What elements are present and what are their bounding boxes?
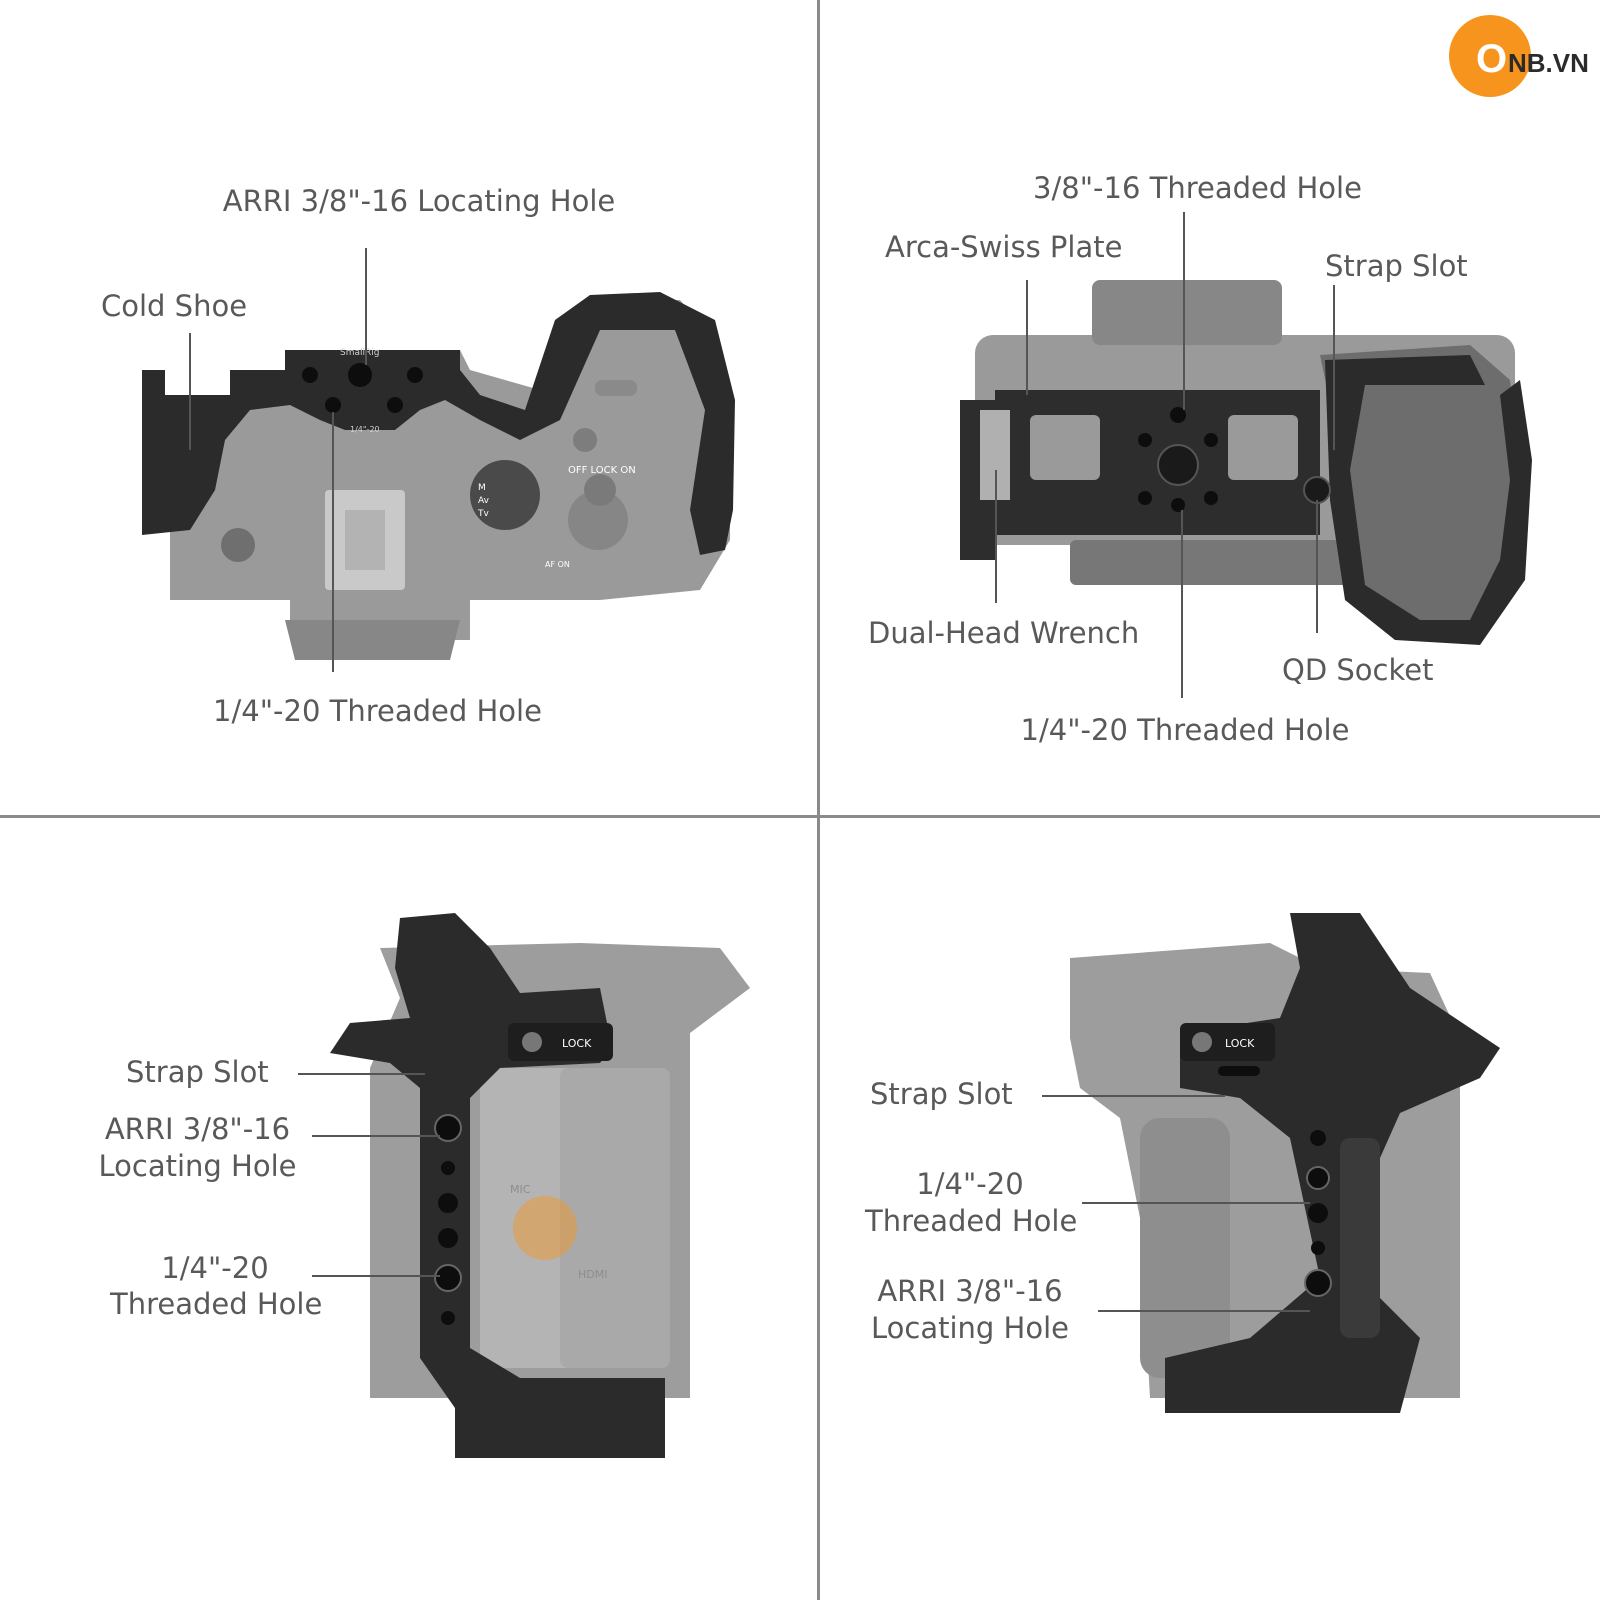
cage-hole [1311, 1241, 1325, 1255]
label-strap-slot: Strap Slot [870, 1077, 1013, 1111]
label-threaded-hole-bottom: 1/4"-20 Threaded Hole [1020, 713, 1350, 747]
dial-mark-m: M [478, 483, 486, 493]
vertical-divider [817, 0, 820, 1600]
threaded-hole-1-4 [1171, 498, 1185, 512]
plate-hole [1204, 433, 1218, 447]
arri-locating-hole [348, 363, 372, 387]
cage-thread-print: 1/4"-20 [350, 425, 380, 434]
camera-cage-top-view: M Av Tv OFF LOCK ON AF ON SmallRig 1/4"-… [142, 248, 735, 672]
threaded-hole [434, 1264, 462, 1292]
knob-upper [584, 474, 616, 506]
cage-grip-frame [1325, 355, 1532, 645]
label-threaded-hole: 1/4"-20 Threaded Hole [213, 694, 542, 728]
cage-hole [387, 397, 403, 413]
cage-hole [441, 1161, 455, 1175]
label-arca-swiss-plate: Arca-Swiss Plate [885, 230, 1123, 264]
arri-locating-hole [434, 1114, 462, 1142]
label-threaded-line1: 1/4"-20 [916, 1167, 1024, 1201]
brand-logo-mark: O NB.VN [1449, 15, 1589, 97]
dial-mark-tv: Tv [477, 509, 489, 519]
brand-logo-text: NB.VN [1508, 48, 1589, 78]
cage-hole [438, 1228, 458, 1248]
cage-hole [441, 1311, 455, 1325]
grip-body [1320, 345, 1520, 640]
dial-mark-av: Av [478, 496, 490, 506]
cage-hole [302, 367, 318, 383]
viewfinder [1092, 280, 1282, 345]
plate-cutout [1030, 415, 1100, 480]
cage-brand-print: SmallRig [340, 348, 379, 358]
lock-print: LOCK [1225, 1037, 1255, 1050]
watermark-logo [513, 1196, 577, 1260]
panel-top-view: M Av Tv OFF LOCK ON AF ON SmallRig 1/4"-… [0, 0, 800, 800]
qd-socket [1303, 476, 1331, 504]
mode-dial [470, 460, 540, 530]
center-mount [1157, 444, 1199, 486]
label-threaded-line2: Threaded Hole [865, 1204, 1078, 1238]
mic-port-print: MIC [510, 1183, 531, 1196]
af-on-print: AF ON [545, 560, 570, 569]
port-door [480, 1068, 580, 1368]
eyecup [285, 620, 460, 660]
camera-cage-bottom-view [960, 212, 1532, 698]
label-arri-line2: Locating Hole [98, 1149, 297, 1183]
label-arri-locating-hole: ARRI 3/8"-16 Locating Hole [222, 184, 616, 218]
label-threaded-line1: 1/4"-20 [161, 1251, 269, 1285]
cage-hole [1310, 1130, 1326, 1146]
cage-hole [1308, 1203, 1328, 1223]
panel-bottom-view: 3/8"-16 Threaded Hole Arca-Swiss Plate S… [820, 0, 1600, 800]
front-dial [595, 380, 637, 396]
lock-knob [568, 490, 628, 550]
lock-print: LOCK [562, 1037, 592, 1050]
lens-mount [1070, 540, 1380, 585]
hot-shoe-contacts [345, 510, 385, 570]
label-threaded-hole-top: 3/8"-16 Threaded Hole [1033, 171, 1362, 205]
shutter-button [573, 428, 597, 452]
camera-cage-left-side: MIC HDMI LOCK [298, 913, 750, 1458]
brand-logo: O NB.VN [1448, 14, 1598, 99]
lock-switch-print: OFF LOCK ON [568, 465, 636, 476]
label-dual-head-wrench: Dual-Head Wrench [868, 616, 1140, 650]
brand-logo-o: O [1476, 37, 1507, 81]
label-qd-socket: QD Socket [1282, 653, 1434, 687]
cage-frame [142, 292, 735, 555]
port-door [560, 1068, 670, 1368]
label-threaded-line2: Threaded Hole [110, 1287, 323, 1321]
camera-grip [1140, 1118, 1230, 1378]
label-arri-line2: Locating Hole [871, 1311, 1069, 1345]
label-strap-slot: Strap Slot [1325, 249, 1468, 283]
lock-screw [522, 1032, 542, 1052]
label-cold-shoe: Cold Shoe [101, 289, 248, 323]
plate-cutout [1228, 415, 1298, 480]
hdmi-port-print: HDMI [578, 1268, 607, 1281]
strap-slot [1218, 1066, 1260, 1076]
label-arri-line1: ARRI 3/8"-16 [104, 1112, 291, 1146]
plate-hole [1204, 491, 1218, 505]
cage-hole [407, 367, 423, 383]
plate-hole [1138, 433, 1152, 447]
camera-cage-right-side: LOCK [1042, 913, 1500, 1413]
label-arri-line1: ARRI 3/8"-16 [877, 1274, 1063, 1308]
left-dial [221, 528, 255, 562]
threaded-hole-3-8 [1170, 407, 1186, 423]
threaded-hole [325, 397, 341, 413]
panel-left-side-view: MIC HDMI LOCK Strap Slot ARRI 3/8"-16 Lo… [0, 818, 800, 1618]
grip-texture [1340, 1138, 1380, 1338]
panel-right-side-view: LOCK Strap Slot 1/4"-20 Threaded Hole AR… [820, 818, 1600, 1618]
horizontal-divider [0, 815, 1600, 818]
cage-hole [438, 1193, 458, 1213]
threaded-hole [1306, 1166, 1330, 1190]
plate-hole [1138, 491, 1152, 505]
arri-locating-hole [1304, 1269, 1332, 1297]
lock-screw [1192, 1032, 1212, 1052]
label-strap-slot: Strap Slot [126, 1055, 269, 1089]
